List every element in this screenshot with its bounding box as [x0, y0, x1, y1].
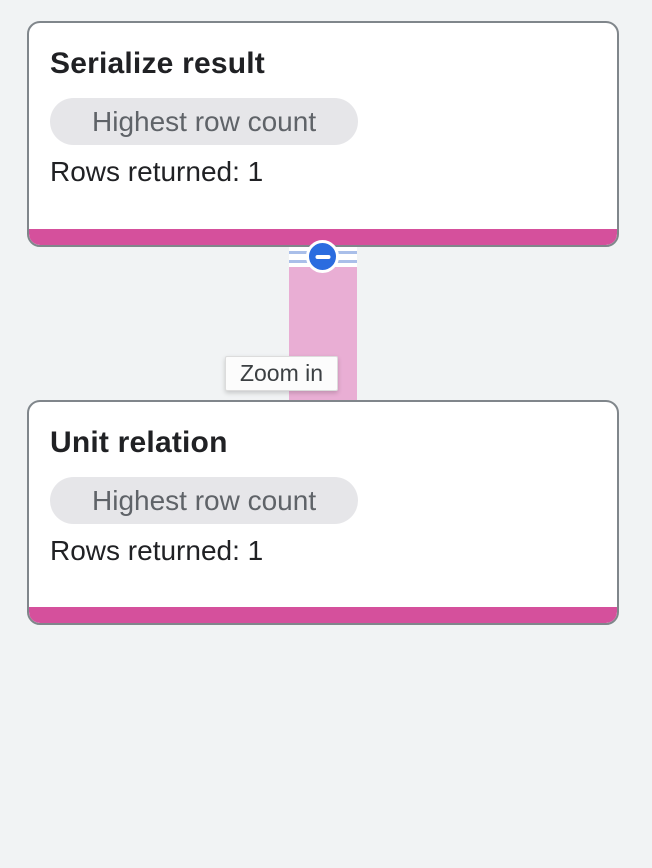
- zoom-in-tooltip: Zoom in: [225, 356, 338, 391]
- highest-row-count-badge: Highest row count: [50, 98, 359, 145]
- node-title: Unit relation: [50, 426, 228, 459]
- badge-label: Highest row count: [92, 484, 317, 516]
- node-body: Serialize result Highest row count Rows …: [29, 23, 617, 189]
- node-title: Serialize result: [50, 47, 265, 80]
- node-accent-bar: [29, 229, 617, 245]
- node-accent-bar: [29, 607, 617, 623]
- highest-row-count-badge: Highest row count: [50, 477, 359, 524]
- badge-label: Highest row count: [92, 105, 317, 137]
- minus-icon: [315, 254, 330, 259]
- rows-returned-label: Rows returned: 1: [50, 535, 264, 566]
- collapse-button[interactable]: [306, 240, 339, 273]
- node-body: Unit relation Highest row count Rows ret…: [29, 402, 617, 568]
- rows-returned-label: Rows returned: 1: [50, 156, 264, 187]
- graph-node-serialize-result[interactable]: Serialize result Highest row count Rows …: [27, 21, 619, 247]
- graph-node-unit-relation[interactable]: Unit relation Highest row count Rows ret…: [27, 400, 619, 625]
